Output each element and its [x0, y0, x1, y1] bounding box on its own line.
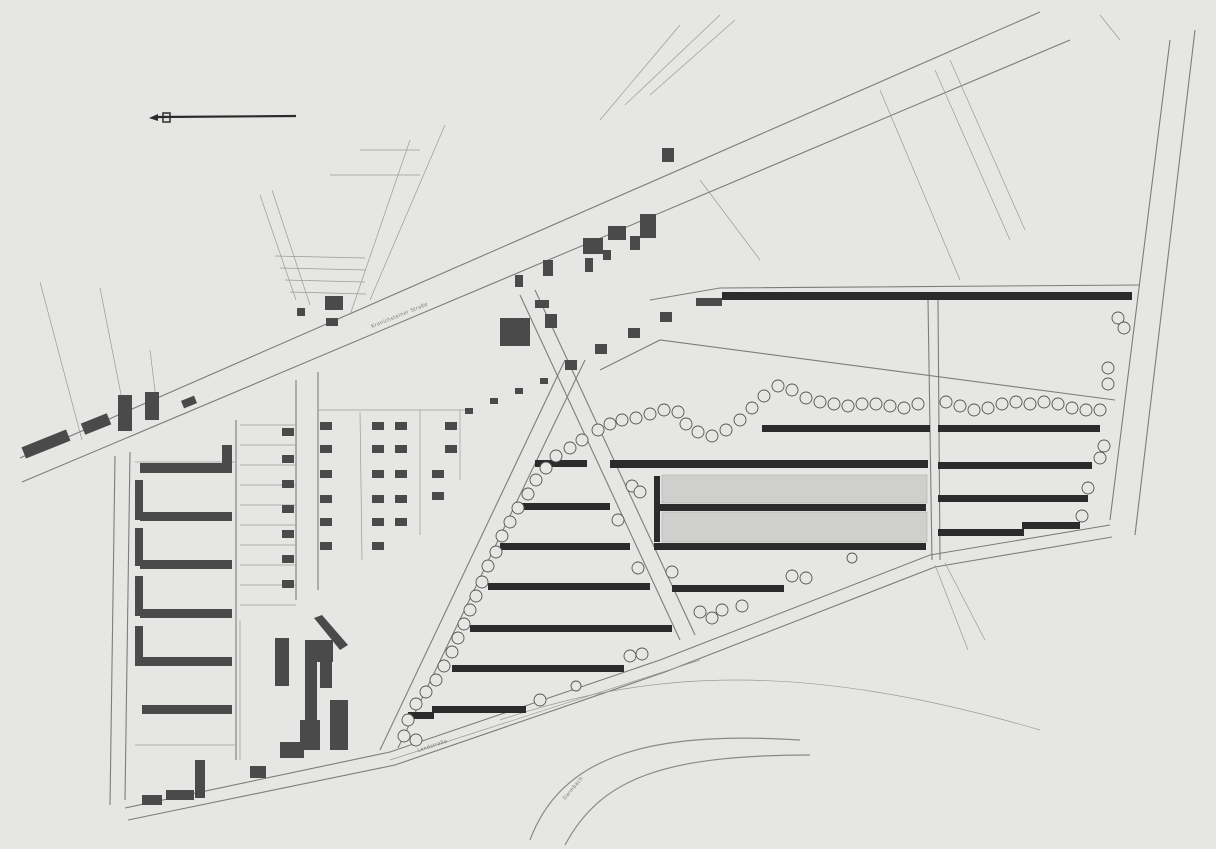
stepped-barracks: [408, 460, 784, 719]
village-buildings: [21, 148, 674, 459]
road-network: [19, 11, 1196, 846]
long-barracks-east: [610, 292, 1132, 550]
factory-complex: [275, 615, 348, 758]
row-houses-north: [465, 298, 722, 414]
tree-clusters: [533, 311, 1131, 707]
tree-line-west: [397, 433, 589, 747]
tree-line-river: [591, 379, 1107, 443]
arrow-left-icon: [149, 112, 297, 123]
house-grid: [282, 422, 457, 588]
western-row-houses: [135, 445, 266, 805]
shed-hall: [661, 474, 928, 543]
